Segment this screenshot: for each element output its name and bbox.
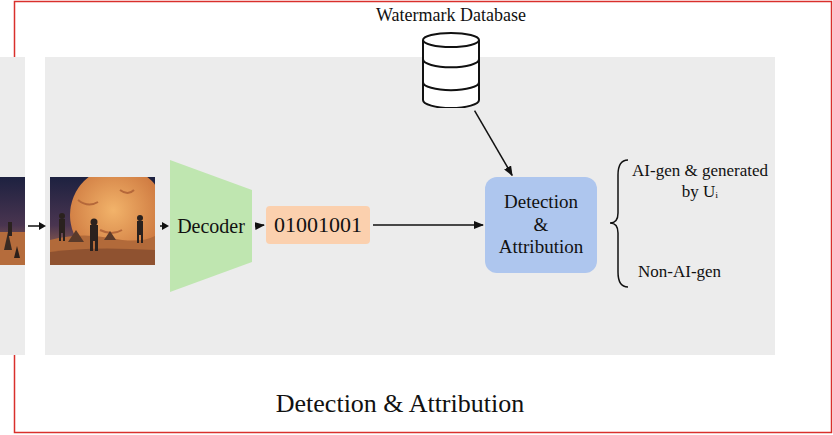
arrow-connector: [475, 111, 513, 176]
brace: [610, 160, 628, 287]
outcome-label: AI-gen & generated by Uᵢ: [630, 160, 770, 203]
bits-box: 01001001: [266, 206, 370, 244]
node-label: Decoder: [177, 215, 245, 238]
outcome-label: Non-AI-gen: [638, 262, 721, 282]
decoder-trapezoid: Decoder: [170, 160, 252, 292]
node-label: Detection & Attribution: [495, 191, 587, 259]
node-label: Watermark Database: [376, 5, 526, 26]
input-arrow: [28, 225, 40, 227]
moon-image: [50, 177, 155, 265]
arrow-connector: [255, 225, 264, 226]
main-panel: [45, 57, 775, 355]
frame: [15, 2, 832, 433]
database-icon: Watermark Database: [422, 32, 480, 108]
arrow-connector: [373, 224, 483, 226]
side-panel: [0, 57, 25, 355]
image-fragment: [0, 177, 25, 265]
process-box: Detection & Attribution: [485, 177, 597, 273]
caption: Detection & Attribution: [0, 389, 800, 419]
node-label: 01001001: [274, 212, 362, 238]
input-arrowhead: [39, 222, 46, 230]
cylinder-shape: [422, 32, 480, 108]
input-arrowhead: [162, 222, 169, 230]
